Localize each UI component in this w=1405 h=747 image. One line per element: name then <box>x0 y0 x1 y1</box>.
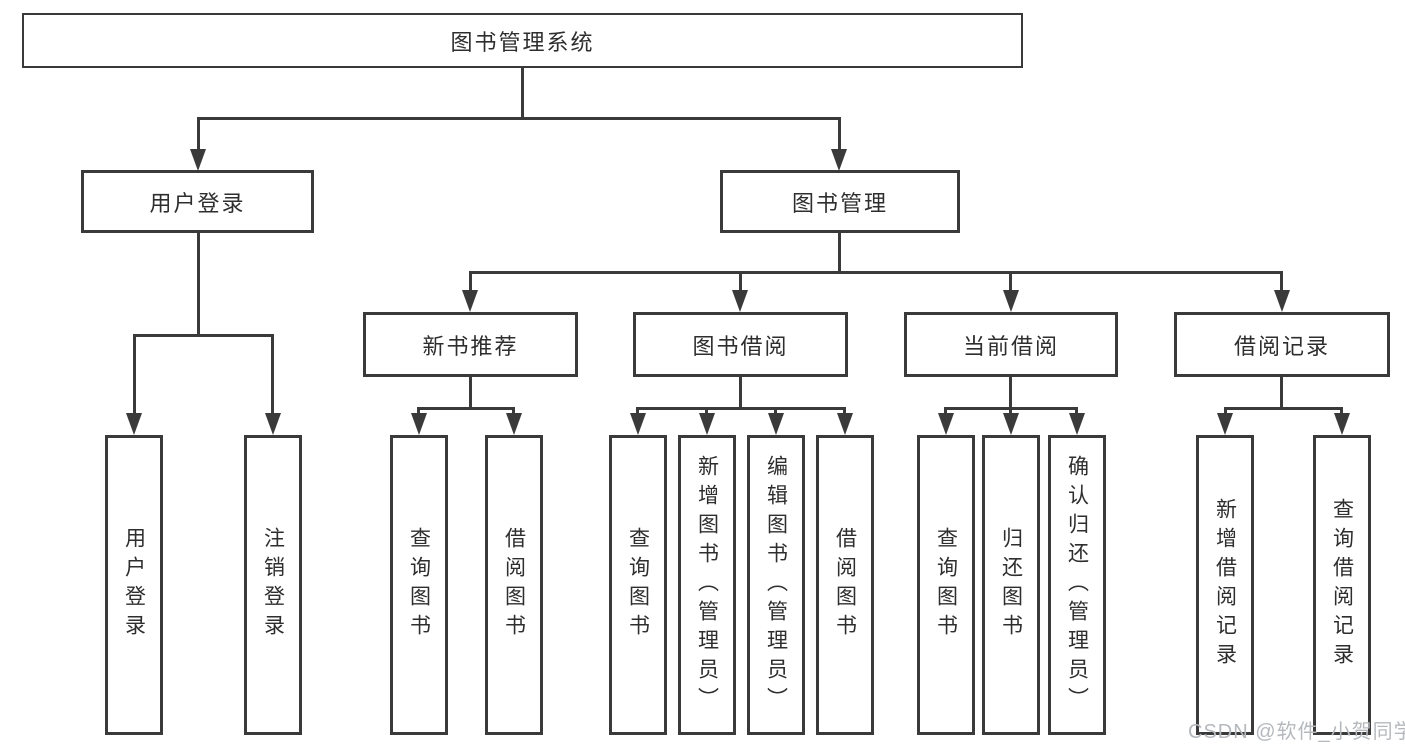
connector-line <box>636 407 639 417</box>
connector-arrowhead <box>190 149 206 171</box>
node-leaf-borrow-books-recommend: 借阅图书 <box>485 435 543 735</box>
connector-line <box>1340 407 1343 417</box>
connector-line <box>739 377 742 410</box>
node-leaf-add-books-admin: 新增图书（管理员） <box>678 435 736 735</box>
connector-line <box>838 233 841 274</box>
node-user-login: 用户登录 <box>81 170 314 233</box>
connector-arrowhead <box>837 413 853 435</box>
connector-line <box>469 271 1283 274</box>
node-leaf-edit-books-admin: 编辑图书（管理员） <box>747 435 805 735</box>
node-root-system: 图书管理系统 <box>22 13 1023 68</box>
connector-line <box>197 233 200 337</box>
node-leaf-query-borrow-record: 查询借阅记录 <box>1313 435 1371 735</box>
connector-line <box>197 117 200 152</box>
node-current-borrow: 当前借阅 <box>904 312 1118 377</box>
node-book-management: 图书管理 <box>720 170 960 233</box>
connector-line <box>521 68 524 119</box>
node-new-book-recommend: 新书推荐 <box>363 312 578 377</box>
connector-arrowhead <box>938 413 954 435</box>
node-borrow-records: 借阅记录 <box>1174 312 1390 377</box>
node-book-borrow: 图书借阅 <box>633 312 848 377</box>
connector-line <box>469 377 472 410</box>
node-leaf-confirm-return-admin: 确认归还（管理员） <box>1048 435 1106 735</box>
connector-arrowhead <box>506 413 522 435</box>
connector-line <box>1224 407 1343 410</box>
connector-arrowhead <box>462 290 478 312</box>
connector-arrowhead <box>699 413 715 435</box>
node-leaf-add-borrow-record: 新增借阅记录 <box>1196 435 1254 735</box>
connector-line <box>197 117 840 120</box>
connector-line <box>133 334 274 337</box>
connector-line <box>271 334 274 416</box>
connector-line <box>417 407 515 410</box>
connector-line <box>1009 271 1012 292</box>
node-leaf-query-books-borrow: 查询图书 <box>609 435 667 735</box>
connector-arrowhead <box>630 413 646 435</box>
csdn-watermark: CSDN @软件_小贺同学 <box>1188 721 1405 743</box>
connector-arrowhead <box>1069 413 1085 435</box>
node-leaf-query-books-current: 查询图书 <box>917 435 975 735</box>
connector-line <box>705 407 708 417</box>
connector-line <box>469 271 472 292</box>
connector-line <box>1075 407 1078 417</box>
connector-arrowhead <box>265 413 281 435</box>
connector-arrowhead <box>1274 290 1290 312</box>
connector-line <box>1224 407 1227 417</box>
connector-arrowhead <box>1334 413 1350 435</box>
connector-line <box>944 407 947 417</box>
connector-arrowhead <box>732 290 748 312</box>
connector-arrowhead <box>1003 413 1019 435</box>
connector-line <box>1280 377 1283 410</box>
connector-arrowhead <box>1217 413 1233 435</box>
connector-line <box>1009 377 1012 410</box>
node-leaf-borrow-books: 借阅图书 <box>816 435 874 735</box>
connector-line <box>774 407 777 417</box>
connector-arrowhead <box>831 149 847 171</box>
node-leaf-return-books: 归还图书 <box>982 435 1040 735</box>
connector-arrowhead <box>768 413 784 435</box>
connector-line <box>512 407 515 417</box>
connector-line <box>843 407 846 417</box>
node-leaf-logout: 注销登录 <box>244 435 302 735</box>
connector-line <box>1280 271 1283 292</box>
connector-line <box>1009 407 1012 417</box>
connector-line <box>417 407 420 417</box>
connector-line <box>739 271 742 292</box>
connector-line <box>133 334 136 416</box>
node-leaf-user-login: 用户登录 <box>105 435 163 735</box>
connector-line <box>636 407 846 410</box>
connector-line <box>838 117 841 152</box>
connector-arrowhead <box>1003 290 1019 312</box>
connector-arrowhead <box>411 413 427 435</box>
node-leaf-query-books-recommend: 查询图书 <box>390 435 448 735</box>
connector-arrowhead <box>126 413 142 435</box>
